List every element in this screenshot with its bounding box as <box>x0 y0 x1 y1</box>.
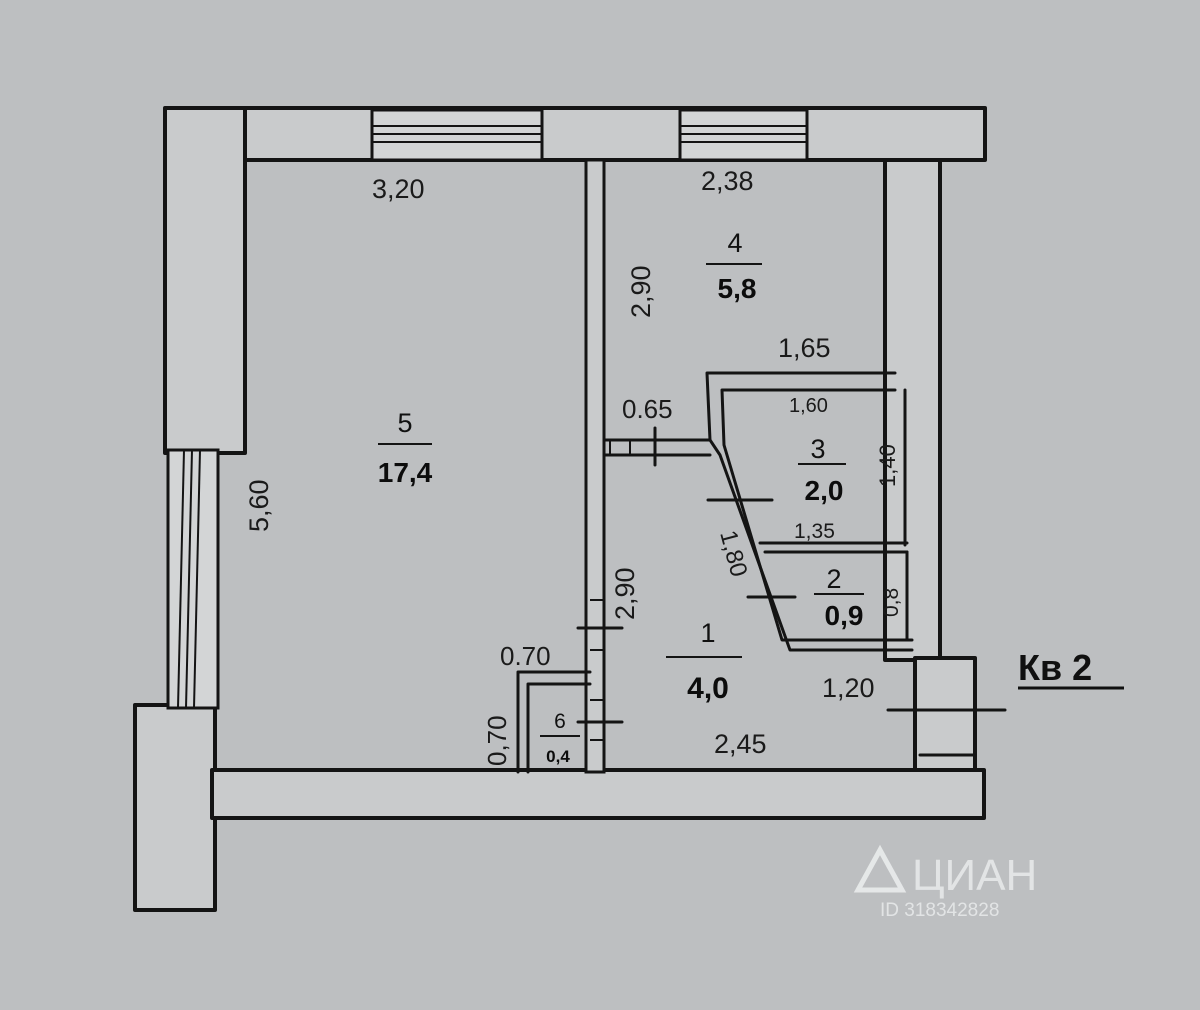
room-6-number: 6 <box>554 710 566 733</box>
dim-corridor-opening: 0.65 <box>622 394 673 424</box>
dim-entrance-width: 1,20 <box>822 673 875 703</box>
dim-room3-side: 1,40 <box>875 444 900 487</box>
left-wall-lower <box>133 703 217 912</box>
room-3-area: 2,0 <box>805 475 844 506</box>
room-1-area: 4,0 <box>687 672 729 705</box>
dim-room3-top: 1,65 <box>778 333 831 363</box>
apartment-label: Кв 2 <box>1018 647 1092 688</box>
room-2-area: 0,9 <box>825 600 864 631</box>
partition-room5 <box>584 158 606 774</box>
dim-room2-top: 1,35 <box>794 520 835 543</box>
dim-room3-inner-top: 1,60 <box>789 395 828 417</box>
dim-room6-length: 0,70 <box>482 715 512 766</box>
plan-title: Кв 2 <box>1018 647 1124 690</box>
cian-logo-icon <box>853 844 907 893</box>
room-1-number: 1 <box>700 618 715 648</box>
dim-room1-length: 2,90 <box>610 567 640 620</box>
dim-room4-length: 2,90 <box>626 265 656 318</box>
room-5-number: 5 <box>397 408 412 438</box>
room-6-area: 0,4 <box>546 747 570 766</box>
dim-room5-width: 3,20 <box>372 174 425 204</box>
right-wall <box>883 158 942 662</box>
room-3-number: 3 <box>810 434 825 464</box>
watermark-id: ID 318342828 <box>880 900 999 921</box>
dim-room2-side: 0,8 <box>880 588 903 617</box>
room-labels: 5 17,4 4 5,8 3 2,0 2 0,9 1 4,0 6 0,4 <box>378 228 864 766</box>
left-wall-upper <box>163 106 247 455</box>
dim-room1-bottom: 2,45 <box>714 729 767 759</box>
watermark: ЦИАН ID 318342828 <box>853 844 1037 921</box>
window-left <box>166 448 220 710</box>
room-2-number: 2 <box>826 564 841 594</box>
entrance-jamb <box>913 656 977 772</box>
room-4-area: 5,8 <box>718 273 757 304</box>
interior-walls <box>516 158 1007 774</box>
windows <box>166 108 809 710</box>
room-5-area: 17,4 <box>378 457 433 488</box>
dim-room4-width: 2,38 <box>701 166 754 196</box>
top-wall <box>183 106 987 162</box>
room-4-number: 4 <box>727 228 742 258</box>
bottom-wall <box>210 768 986 820</box>
dim-room6-width: 0.70 <box>500 641 551 671</box>
watermark-brand: ЦИАН <box>912 851 1037 900</box>
dim-room5-length: 5,60 <box>244 479 274 532</box>
